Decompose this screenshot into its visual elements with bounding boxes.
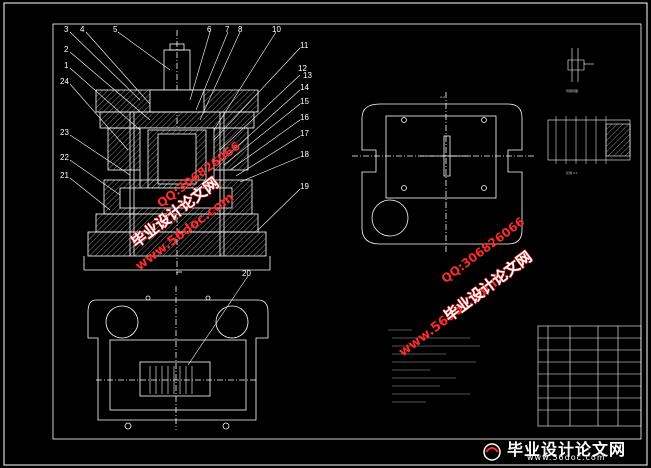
part-number: 17 — [300, 129, 309, 138]
part-number: 19 — [300, 182, 309, 191]
part-number: 20 — [242, 269, 251, 278]
part-number: 7 — [225, 25, 230, 34]
part-numbers: 3 4 5 6 7 8 10 2 1 24 23 22 21 11 12 13 … — [60, 25, 312, 278]
detail-caption: 局部视图 — [566, 88, 578, 93]
watermark-title: 毕业设计论文网 — [441, 248, 536, 326]
part-number: 3 — [64, 25, 69, 34]
part-number: 16 — [300, 113, 309, 122]
detail-caption: 比例 2:1 — [566, 170, 578, 175]
part-number: 15 — [300, 97, 309, 106]
part-number: 8 — [238, 25, 243, 34]
part-number: 6 — [207, 25, 212, 34]
section-label: A-A — [440, 95, 446, 99]
part-leader-lines — [69, 31, 301, 366]
part-number: 12 — [298, 64, 307, 73]
title-block — [537, 325, 642, 427]
part-number: 5 — [113, 25, 118, 34]
part-number: 21 — [60, 171, 69, 180]
assembly-section-view — [83, 30, 271, 275]
part-number: 4 — [80, 25, 85, 34]
outer-frame — [3, 2, 648, 466]
part-number: 13 — [303, 71, 312, 80]
logo-title: 毕业设计论文网 — [507, 440, 627, 459]
die-plan-view-right — [352, 92, 534, 252]
site-logo: 毕业设计论文网 www.56doc.com — [473, 436, 641, 462]
logo-url: www.56doc.com — [527, 453, 606, 462]
detail-views — [547, 48, 631, 164]
part-number: 2 — [64, 45, 69, 54]
part-number: 23 — [60, 128, 69, 137]
part-number: 22 — [60, 153, 69, 162]
plan-view-bottom — [87, 286, 269, 430]
site-logo-mark — [483, 443, 501, 461]
part-number: 10 — [272, 25, 281, 34]
part-number: 11 — [300, 41, 309, 50]
inner-frame — [52, 23, 642, 440]
part-number: 18 — [300, 150, 309, 159]
part-number: 1 — [64, 61, 69, 70]
technical-notes — [388, 329, 480, 403]
part-number: 14 — [300, 83, 309, 92]
part-number: 24 — [60, 77, 69, 86]
